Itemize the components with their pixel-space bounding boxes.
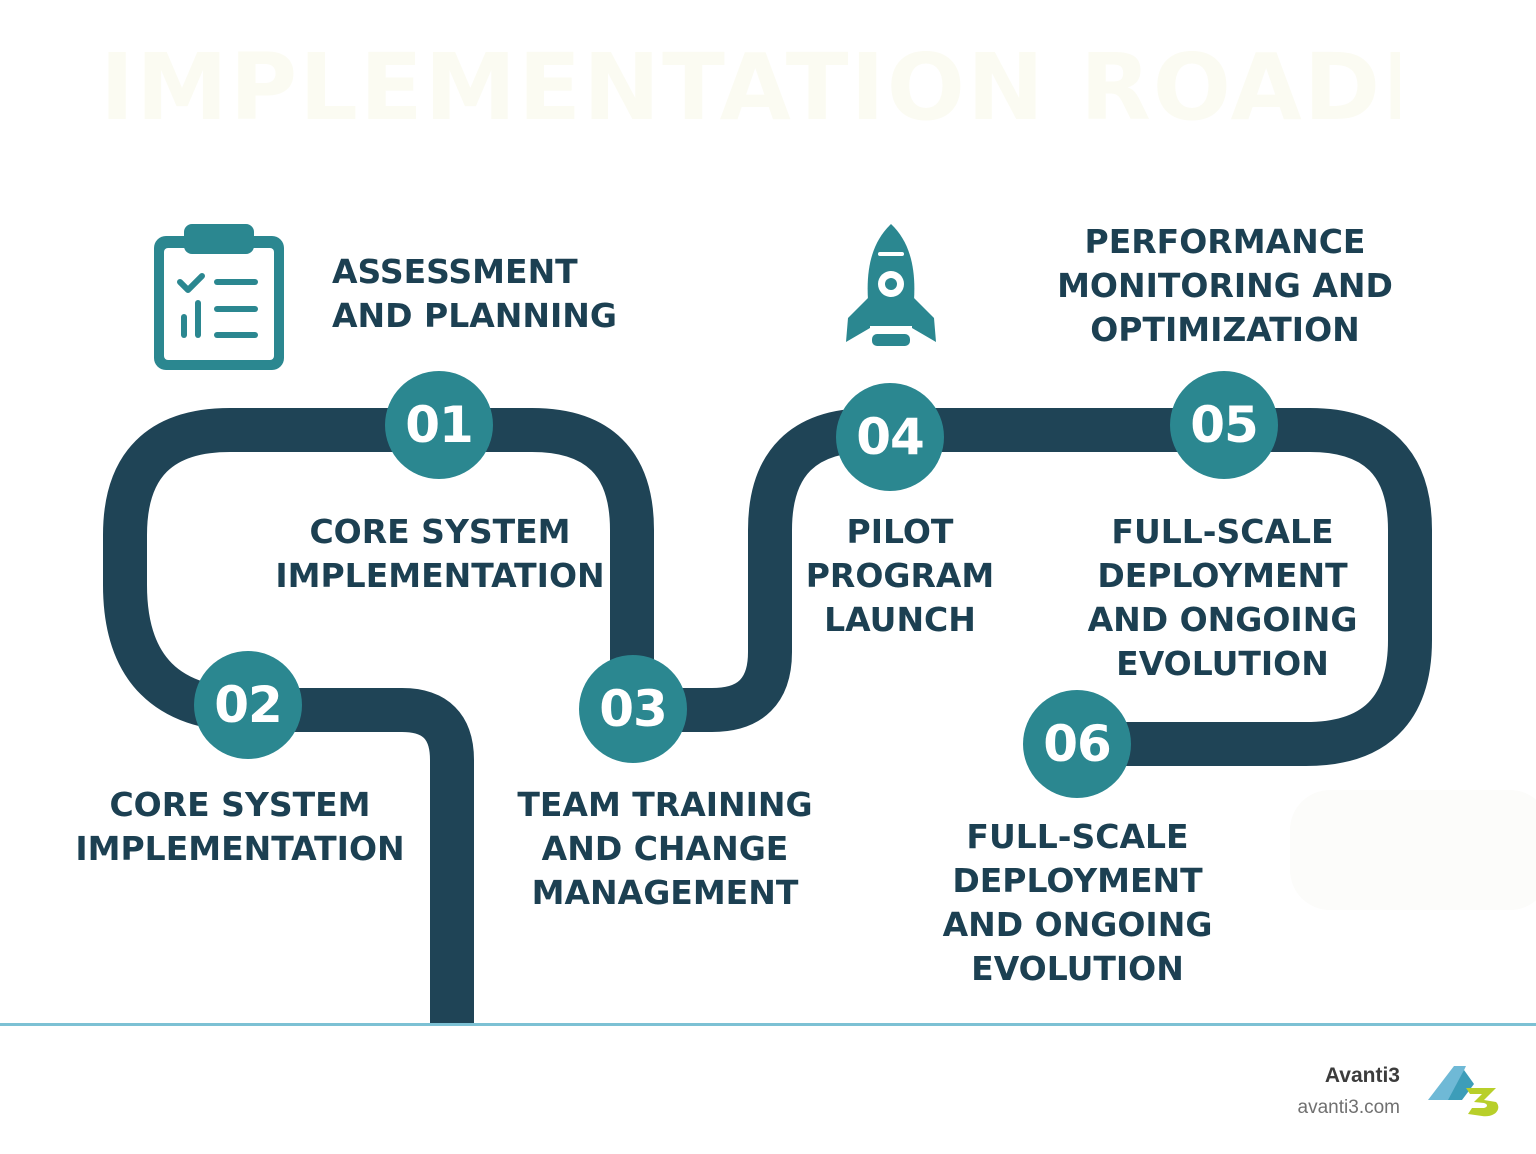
step-label: CORE SYSTEM IMPLEMENTATION [75, 785, 405, 868]
page-title: IMPLEMENTATION ROADMAP [100, 42, 1400, 134]
step-number-circle: 04 [836, 383, 944, 491]
clipboard-checklist-icon [154, 224, 284, 370]
step-label: ASSESSMENT AND PLANNING [332, 252, 618, 335]
footer-divider [0, 1023, 1536, 1026]
step-label: FULL-SCALE DEPLOYMENT AND ONGOING EVOLUT… [942, 817, 1213, 988]
step-label: FULL-SCALE DEPLOYMENT AND ONGOING EVOLUT… [1087, 512, 1358, 683]
faint-background-shape [1290, 790, 1536, 910]
rocket-icon [846, 224, 936, 346]
step-label: CORE SYSTEM IMPLEMENTATION [275, 512, 605, 595]
step-number-circle: 06 [1023, 690, 1131, 798]
step-number-circle: 03 [579, 655, 687, 763]
step-label: TEAM TRAINING AND CHANGE MANAGEMENT [517, 785, 813, 912]
brand-url[interactable]: avanti3.com [1297, 1097, 1400, 1118]
step-number-circle: 02 [194, 651, 302, 759]
step-number-circle: 05 [1170, 371, 1278, 479]
avanti3-logo-icon [1428, 1066, 1499, 1117]
brand-name: Avanti3 [1324, 1064, 1400, 1087]
step-label: PERFORMANCE MONITORING AND OPTIMIZATION [1057, 222, 1393, 349]
step-label: PILOT PROGRAM LAUNCH [805, 512, 995, 639]
step-number-circle: 01 [385, 371, 493, 479]
